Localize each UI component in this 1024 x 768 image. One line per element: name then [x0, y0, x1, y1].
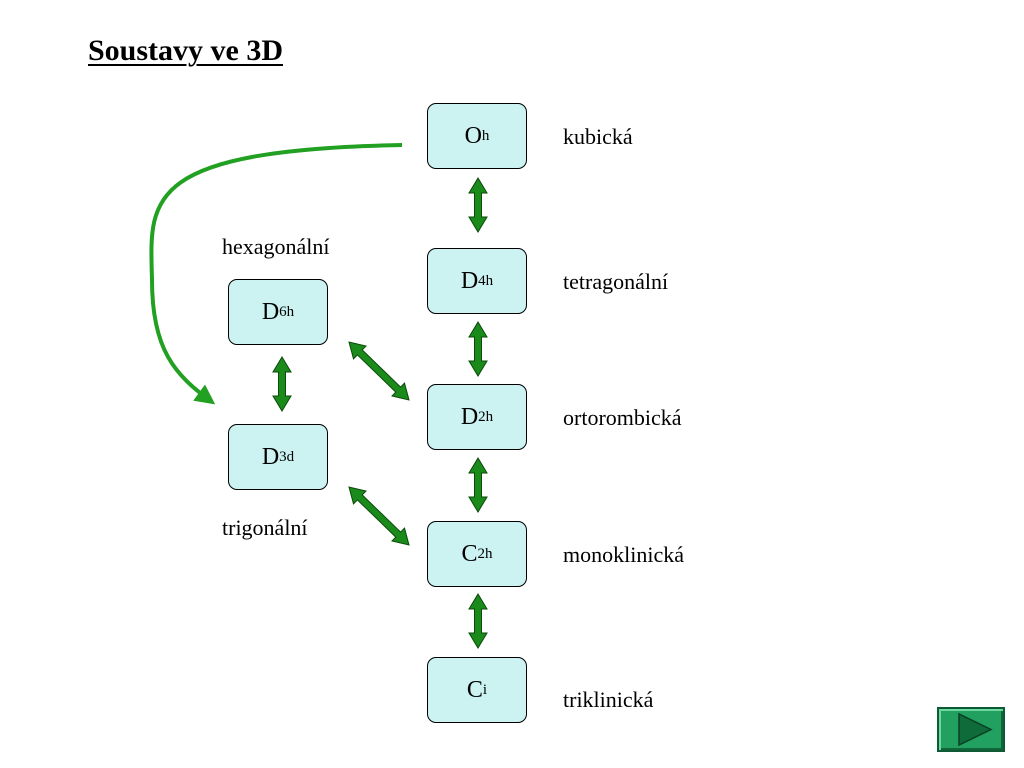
arrow-c2h-ci — [468, 593, 488, 649]
next-slide-button[interactable] — [937, 707, 1005, 752]
label-triklinicka: triklinická — [563, 687, 654, 712]
arrow-d6h-d2h — [348, 341, 410, 401]
arrow-oh-d4h — [468, 177, 488, 233]
node-d2h-symbol: D — [460, 403, 479, 430]
arrow-d2h-c2h — [468, 457, 488, 513]
label-trigonalni: trigonální — [222, 515, 308, 540]
play-triangle-icon — [958, 712, 993, 747]
node-ci-symbol: C — [466, 676, 483, 703]
label-monoklinicka: monoklinická — [563, 542, 684, 567]
label-hexagonalni: hexagonální — [222, 234, 330, 259]
arrow-d6h-d3d — [272, 356, 292, 412]
curved-arrow-oh-to-d3d — [149, 143, 403, 405]
node-d4h-symbol: D — [460, 267, 479, 294]
arrow-d4h-d2h — [468, 321, 488, 377]
node-oh-symbol: O — [464, 122, 482, 149]
node-d3d-symbol: D — [261, 443, 280, 470]
slide-title: Soustavy ve 3D — [88, 34, 284, 67]
label-tetragonalni: tetragonální — [563, 269, 669, 294]
node-d6h-symbol: D — [261, 298, 280, 325]
label-ortorombicka: ortorombická — [563, 405, 682, 430]
label-kubicka: kubická — [563, 124, 633, 149]
arrow-d3d-c2h — [348, 486, 410, 546]
node-c2h-symbol: C — [461, 540, 478, 567]
